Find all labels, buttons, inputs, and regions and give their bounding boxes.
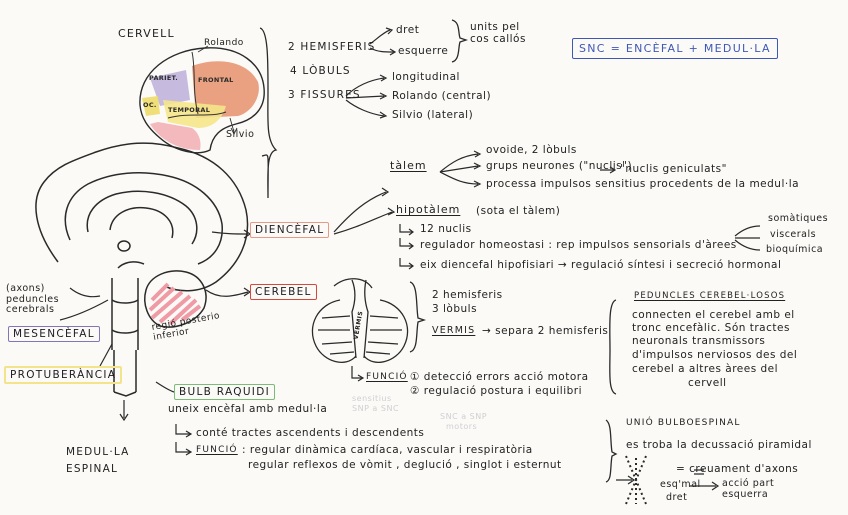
cerebel-box: CEREBEL [250, 284, 317, 300]
temporal-label: TEMPORAL [168, 106, 210, 114]
fissures: 3 FISSURES [288, 90, 361, 102]
peduncles-line-3: neuronals transmissors [632, 336, 765, 348]
parietal-label: PARIET. [149, 74, 178, 82]
hipotalem-item-2: regulador homeostasi : rep impulsos sens… [420, 240, 737, 252]
peduncles-line-2: tronc encefàlic. Són tractes [632, 323, 790, 335]
frontal-label: FRONTAL [198, 76, 234, 84]
silvio-label: Silvio [226, 130, 254, 141]
bulb-box: BULB RAQUIDI [174, 384, 275, 400]
cerebel-item-1: 2 hemisferis [432, 290, 503, 302]
units-cos-callos: units pel cos callós [470, 22, 530, 46]
diencefal-box: DIENCÈFAL [250, 222, 329, 238]
medulla-espinal: MEDUL·LA ESPINAL [66, 444, 136, 478]
occipital-label: OC. [143, 101, 157, 109]
unio-esq: esq'mal [660, 480, 701, 491]
peduncles-line-1: connecten el cerebel amb el [632, 310, 795, 322]
arees-viscerals: viscerals [770, 230, 816, 241]
hemisferis: 2 HEMISFERIS [288, 42, 376, 54]
arees-bioquimica: bioquímica [766, 245, 823, 256]
vermis-label: VERMIS [432, 326, 475, 337]
peduncles-line-6: cervell [688, 378, 727, 390]
bulb-item-2b: regular reflexos de vòmit , deglució , s… [248, 460, 562, 472]
rolando-label: Rolando [204, 38, 244, 48]
cerebel-funcio-label: FUNCIÓ [366, 372, 408, 382]
peduncles-cerebrals: (axons) peduncles cerebrals [6, 284, 68, 316]
arees-somatiques: somàtiques [768, 214, 828, 225]
esquerre: esquerre [398, 46, 448, 58]
dret: dret [396, 25, 419, 37]
hipotalem-note: (sota el tàlem) [476, 206, 560, 218]
unio-line-1: es troba la decussació piramidal [626, 440, 812, 452]
ghost-motors: motors [446, 422, 477, 431]
talem-label: tàlem [390, 160, 427, 172]
fissure-silvio: Silvio (lateral) [392, 110, 473, 122]
lobuls: 4 LÒBULS [290, 66, 351, 78]
unio-accio: acció part esquerra [722, 479, 782, 500]
hipotalem-item-3: eix diencefal hipofisiari → regulació sí… [420, 260, 781, 272]
protuberancia-box: PROTUBERÀNCIA [4, 366, 122, 384]
talem-item-3: processa impulsos sensitius procedents d… [486, 179, 799, 191]
vermis-desc: → separa 2 hemisferis [482, 326, 608, 338]
talem-item-2: grups neurones ("nuclis") [486, 161, 632, 173]
talem-item-1: ovoide, 2 lòbuls [486, 145, 577, 157]
hipotalem-label: hipotàlem [396, 204, 460, 216]
bulb-item-1: conté tractes ascendents i descendents [196, 428, 424, 440]
bulb-funcio-label: FUNCIÓ [196, 445, 238, 455]
mesencefal-box: MESENCÈFAL [8, 326, 100, 342]
cerebel-funcio-2: ② regulació postura i equilibri [410, 386, 582, 398]
cerebel-item-2: 3 lòbuls [432, 304, 477, 316]
nuclis-geniculats: "nuclis geniculats" [620, 164, 727, 176]
cervell-label: CERVELL [118, 28, 175, 40]
bulb-item-2a: : regular dinàmica cardíaca, vascular i … [242, 445, 533, 457]
ghost-snp-snc: SNP a SNC [352, 404, 399, 413]
bulb-desc: uneix encèfal amb medul·la [168, 404, 327, 416]
sagittal-brain-drawing [36, 143, 248, 396]
ghost-snc-snp: SNC a SNP [440, 412, 487, 421]
unio-dret: dret [666, 493, 687, 504]
peduncles-title: PEDUNCLES CEREBEL·LOSOS [634, 292, 785, 302]
snc-title: SNC = ENCÈFAL + MEDUL·LA [572, 38, 778, 59]
hipotalem-item-1: 12 nuclis [420, 224, 472, 236]
ghost-sensitius: sensitius [352, 394, 392, 403]
peduncles-line-4: d'impulsos nerviosos des del [632, 350, 797, 362]
fissure-rolando: Rolando (central) [392, 91, 491, 103]
fissure-longitudinal: longitudinal [392, 72, 460, 84]
cerebel-funcio-1: ① detecció errors acció motora [410, 372, 589, 384]
unio-title: UNIÓ BULBOESPINAL [626, 418, 741, 428]
unio-line-2: = creuament d'axons [676, 464, 798, 476]
peduncles-line-5: cerebel a altres àrees del [632, 364, 778, 376]
